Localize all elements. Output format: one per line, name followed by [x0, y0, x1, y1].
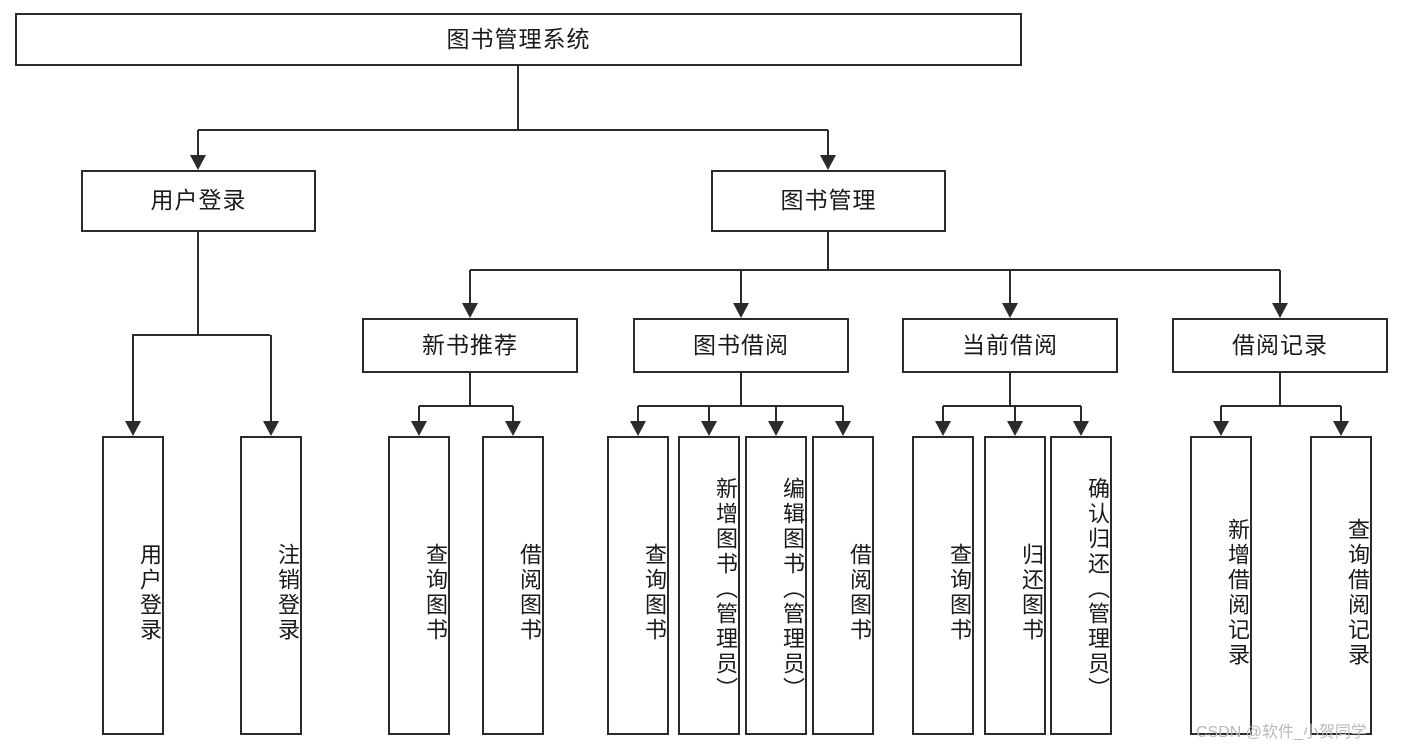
node-level2-3[interactable]: 借阅记录	[1172, 318, 1388, 373]
arrowhead-leaf-2-2	[1073, 421, 1089, 436]
node-label: 新书推荐	[422, 331, 518, 358]
node-leaf-7[interactable]: 借阅图书	[812, 436, 874, 735]
arrowhead-leaf-1-3	[835, 421, 851, 436]
node-leaf-10[interactable]: 确认归还（管理员）	[1050, 436, 1112, 735]
connector-group-stem-1	[740, 373, 742, 406]
node-label: 用户登录	[150, 187, 247, 214]
node-label: 查询图书	[947, 542, 972, 643]
connector-mgmt-stem	[827, 232, 829, 270]
arrowhead-user-leaf-0	[125, 421, 141, 436]
connector-level2-drop-3	[1279, 270, 1281, 304]
connector-leaf-drop-3-1	[1340, 406, 1342, 422]
connector-root-stem	[517, 66, 519, 130]
arrowhead-level1-0	[190, 155, 206, 170]
arrowhead-leaf-2-0	[935, 421, 951, 436]
node-leaf-4[interactable]: 查询图书	[607, 436, 669, 735]
connector-level1-bus	[198, 129, 828, 131]
connector-group-stem-0	[469, 373, 471, 406]
node-label: 新增借阅记录	[1225, 517, 1250, 668]
arrowhead-leaf-1-1	[701, 421, 717, 436]
connector-group-bus-2	[943, 405, 1081, 407]
arrowhead-user-leaf-1	[263, 421, 279, 436]
node-label: 编辑图书（管理员）	[780, 477, 805, 702]
node-label: 借阅图书	[847, 542, 872, 643]
connector-user-leaf-drop-0	[132, 335, 134, 422]
connector-leaf-drop-0-0	[418, 406, 420, 422]
connector-user-stem	[197, 232, 199, 335]
node-leaf-3[interactable]: 借阅图书	[482, 436, 544, 735]
node-leaf-2[interactable]: 查询图书	[388, 436, 450, 735]
connector-group-stem-3	[1279, 373, 1281, 406]
node-label: 新增图书（管理员）	[713, 477, 738, 702]
node-level2-0[interactable]: 新书推荐	[362, 318, 578, 373]
connector-leaf-drop-3-0	[1220, 406, 1222, 422]
node-label: 查询图书	[423, 542, 448, 643]
arrowhead-level2-2	[1002, 303, 1018, 318]
connector-leaf-drop-2-1	[1014, 406, 1016, 422]
node-level1-0[interactable]: 用户登录	[81, 170, 316, 232]
arrowhead-leaf-2-1	[1007, 421, 1023, 436]
connector-user-leaf-drop-1	[270, 335, 272, 422]
connector-leaf-drop-1-0	[637, 406, 639, 422]
node-label: 注销登录	[275, 542, 300, 643]
connector-level2-drop-0	[469, 270, 471, 304]
arrowhead-leaf-1-0	[630, 421, 646, 436]
node-label: 图书借阅	[693, 331, 789, 358]
connector-level1-drop-1	[827, 130, 829, 156]
arrowhead-level1-1	[820, 155, 836, 170]
node-label: 归还图书	[1019, 542, 1044, 643]
connector-leaf-drop-1-1	[708, 406, 710, 422]
connector-user-bus	[132, 334, 270, 336]
connector-leaf-drop-0-1	[512, 406, 514, 422]
connector-level1-drop-0	[197, 130, 199, 156]
arrowhead-leaf-0-1	[505, 421, 521, 436]
node-book-management-system[interactable]: 图书管理系统	[15, 13, 1022, 66]
connector-group-bus-0	[419, 405, 513, 407]
arrowhead-level2-3	[1272, 303, 1288, 318]
connector-leaf-drop-1-3	[842, 406, 844, 422]
node-leaf-11[interactable]: 新增借阅记录	[1190, 436, 1252, 735]
connector-group-bus-1	[638, 405, 843, 407]
connector-group-stem-2	[1009, 373, 1011, 406]
node-leaf-9[interactable]: 归还图书	[984, 436, 1046, 735]
node-level2-2[interactable]: 当前借阅	[902, 318, 1118, 373]
arrowhead-leaf-3-0	[1213, 421, 1229, 436]
node-label: 借阅图书	[517, 542, 542, 643]
connector-leaf-drop-2-0	[942, 406, 944, 422]
node-level2-1[interactable]: 图书借阅	[633, 318, 849, 373]
node-label: 查询借阅记录	[1345, 517, 1370, 668]
csdn-watermark: CSDN @软件_小贺同学	[1196, 724, 1367, 741]
node-label: 借阅记录	[1232, 331, 1328, 358]
arrowhead-level2-1	[733, 303, 749, 318]
connector-leaf-drop-1-2	[775, 406, 777, 422]
node-label: 当前借阅	[962, 331, 1058, 358]
connector-group-bus-3	[1221, 405, 1341, 407]
arrowhead-leaf-3-1	[1333, 421, 1349, 436]
node-leaf-8[interactable]: 查询图书	[912, 436, 974, 735]
node-label: 查询图书	[642, 542, 667, 643]
node-label: 图书管理系统	[446, 25, 591, 52]
node-label: 确认归还（管理员）	[1085, 477, 1110, 702]
arrowhead-level2-0	[462, 303, 478, 318]
node-leaf-1[interactable]: 注销登录	[240, 436, 302, 735]
connector-level2-drop-1	[740, 270, 742, 304]
node-label: 用户登录	[137, 542, 162, 643]
connector-level2-drop-2	[1009, 270, 1011, 304]
node-leaf-0[interactable]: 用户登录	[102, 436, 164, 735]
node-leaf-5[interactable]: 新增图书（管理员）	[678, 436, 740, 735]
node-level1-1[interactable]: 图书管理	[711, 170, 946, 232]
node-leaf-6[interactable]: 编辑图书（管理员）	[745, 436, 807, 735]
connector-mgmt-bus	[470, 269, 1280, 271]
connector-leaf-drop-2-2	[1080, 406, 1082, 422]
arrowhead-leaf-1-2	[768, 421, 784, 436]
arrowhead-leaf-0-0	[411, 421, 427, 436]
node-leaf-12[interactable]: 查询借阅记录	[1310, 436, 1372, 735]
node-label: 图书管理	[780, 187, 877, 214]
